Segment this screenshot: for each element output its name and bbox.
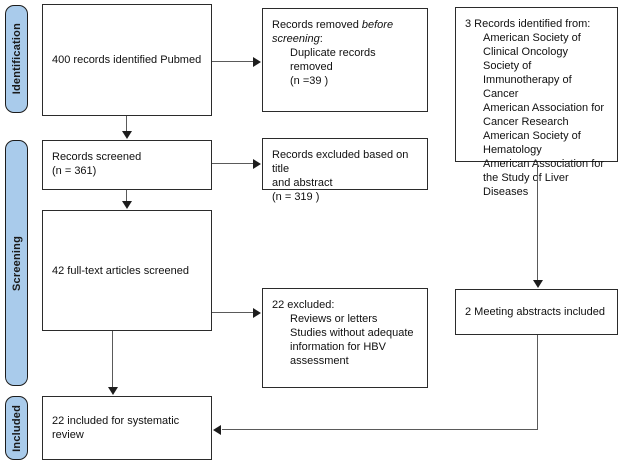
box-records-removed-before-screening: Records removed before screening: Duplicat…: [262, 8, 428, 112]
connector-identified-to-screened: [126, 116, 128, 132]
arrowhead-identified-to-screened: [122, 131, 132, 139]
box-records-identified-other-sources: 3 Records identified from: American Socie…: [455, 7, 618, 198]
meeting-abstracts-text: 2 Meeting abstracts included: [465, 306, 606, 318]
connector-screened-to-fulltext: [126, 190, 128, 202]
stage-label-identification: Identification: [10, 23, 23, 95]
connector-identified-to-removed: [212, 61, 254, 63]
records-removed-line1-plain: Records removed: [272, 19, 362, 31]
records-excluded-text: Records excluded based on title and abstr…: [263, 139, 427, 204]
records-excluded-line1: Records excluded based on title: [272, 149, 412, 175]
full-text-excluded-reason-2: Studies without adequate information for…: [290, 327, 417, 367]
records-screened-line1: Records screened: [52, 151, 142, 163]
records-removed-line2-plain: :: [319, 33, 323, 45]
stage-bar-included: Included: [5, 396, 28, 460]
other-source-4: American Society of Hematology: [483, 130, 584, 156]
records-excluded-line3: (n = 319 ): [272, 191, 320, 203]
records-screened-line2: (n = 361): [52, 165, 97, 177]
other-source-3: American Association for Cancer Research: [483, 102, 608, 128]
included-review-text: 22 included for systematic review: [52, 415, 183, 441]
arrowhead-screened-to-excluded: [253, 159, 261, 169]
records-removed-line1-italic: before: [361, 19, 394, 31]
connector-meeting-abstracts-to-included: [222, 429, 538, 431]
box-included-for-systematic-review: 22 included for systematic review: [42, 396, 212, 460]
arrowhead-identified-to-removed: [253, 57, 261, 67]
records-screened-text: Records screened (n = 361): [43, 141, 150, 178]
records-excluded-line2: and abstract: [272, 177, 333, 189]
full-text-excluded-reason-1: Reviews or letters: [290, 313, 378, 325]
records-removed-indent-line2: (n =39 ): [290, 75, 329, 87]
records-removed-line2-italic: screening: [272, 33, 320, 45]
box-meeting-abstracts-included: 2 Meeting abstracts included: [455, 289, 618, 335]
arrowhead-fulltext-to-excluded: [253, 308, 261, 318]
stage-bar-identification: Identification: [5, 5, 28, 113]
connector-fulltext-to-excluded: [212, 312, 254, 314]
full-text-screened-text: 42 full-text articles screened: [52, 264, 189, 277]
connector-other-sources-to-meeting-abstracts: [537, 162, 539, 281]
other-sources-heading: 3 Records identified from:: [465, 18, 591, 30]
connector-fulltext-to-included: [112, 331, 114, 388]
records-identified-text: 400 records identified Pubmed: [52, 54, 202, 66]
other-source-1: American Society of Clinical Oncology: [483, 32, 584, 58]
arrowhead-other-sources-to-meeting-abstracts: [533, 280, 543, 288]
records-removed-text: Records removed before screening: Duplicat…: [263, 9, 427, 88]
box-records-screened: Records screened (n = 361): [42, 140, 212, 190]
connector-screened-to-excluded: [212, 163, 254, 165]
box-records-excluded-title-abstract: Records excluded based on title and abstr…: [262, 138, 428, 203]
stage-label-included: Included: [10, 404, 23, 452]
stage-bar-screening: Screening: [5, 140, 28, 386]
box-full-text-articles-screened: 42 full-text articles screened: [42, 210, 212, 331]
stage-label-screening: Screening: [10, 235, 23, 291]
other-sources-text: 3 Records identified from: American Socie…: [456, 8, 617, 199]
arrowhead-screened-to-fulltext: [122, 201, 132, 209]
records-removed-indent-line1: Duplicate records removed: [290, 47, 379, 73]
arrowhead-meeting-abstracts-to-included: [213, 425, 221, 435]
full-text-excluded-heading: 22 excluded:: [272, 299, 335, 311]
box-records-identified-pubmed: 400 records identified Pubmed: [42, 4, 212, 116]
arrowhead-fulltext-to-included: [108, 387, 118, 395]
connector-meeting-abstracts-down: [537, 335, 539, 430]
other-source-2: Society of Immunotherapy of Cancer: [483, 60, 575, 100]
